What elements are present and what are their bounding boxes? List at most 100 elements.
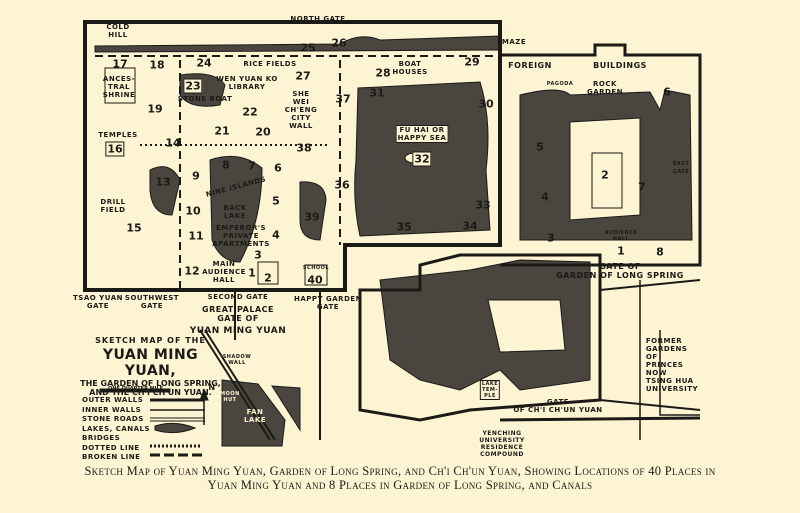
place-number: 18 (149, 58, 165, 72)
place-number: 22 (242, 105, 258, 119)
map-title-line1: SKETCH MAP OF THE (95, 336, 206, 345)
place-number: 20 (255, 125, 271, 139)
place-number: 2 (264, 271, 272, 285)
label-happy-sea: FU HAI OR HAPPY SEA (395, 125, 449, 143)
label-great-palace-gate: GREAT PALACE GATE OF (202, 305, 274, 323)
place-number: 10 (185, 204, 201, 218)
scale-label: ONE QUARTER MILE (108, 386, 164, 392)
place-number: 14 (165, 136, 181, 150)
label-pagoda: PAGODA (546, 81, 574, 87)
place-number: 15 (126, 221, 142, 235)
label-east-gate: EAST GATE (672, 161, 690, 175)
label-audience-hall: AUDIENCE HALL (604, 230, 638, 242)
lake-13 (149, 166, 181, 216)
place-number: 17 (112, 57, 128, 71)
label-ancestral-shrine: ANCES- TRAL SHRINE (102, 75, 136, 99)
place-number: 4 (272, 228, 280, 242)
place-number: 8 (222, 158, 230, 172)
label-school: SCHOOL (302, 265, 330, 271)
place-number: 39 (304, 210, 320, 224)
label-shadow-wall: SHADOW WALL (222, 354, 252, 366)
school-building (304, 264, 328, 286)
north-arrow-label: N (208, 383, 216, 392)
label-back-lake: BACK LAKE (223, 204, 247, 220)
label-fan-lake: FAN LAKE (243, 408, 267, 424)
long-spring-number: 4 (541, 190, 549, 204)
place-number: 40 (307, 273, 323, 287)
place-number: 30 (478, 97, 494, 111)
legend-dotted-line: DOTTED LINE (82, 443, 140, 452)
place-number: 38 (296, 141, 312, 155)
place-number: 32 (412, 151, 432, 167)
ymy-outer-wall (83, 20, 502, 292)
place-number: 7 (248, 159, 256, 173)
chi-chun-island (487, 299, 566, 353)
label-tsing-hua: FORMER GARDENS OF PRINCES NOW TSING HUA … (645, 337, 699, 393)
label-gate-long-spring: GATE OF GARDEN OF LONG SPRING (556, 262, 684, 280)
label-private-apartments: EMPEROR'S PRIVATE APARTMENTS (212, 224, 270, 248)
label-north-gate: NORTH GATE (290, 15, 346, 23)
long-spring-number: 2 (601, 168, 609, 182)
place-number: 1 (248, 266, 256, 280)
place-number: 12 (184, 264, 200, 278)
legend-lakes-canals: LAKES, CANALS (82, 424, 151, 433)
place-number: 6 (274, 161, 282, 175)
long-spring-number: 5 (536, 140, 544, 154)
place-number: 23 (183, 78, 203, 94)
caption-line2: Yuan Ming Yuan and 8 Places in Garden of… (207, 478, 593, 492)
legend-bridges: BRIDGES (82, 434, 121, 442)
map-title-line2: YUAN MING YUAN, (102, 347, 199, 379)
lake-39 (299, 181, 327, 241)
ancestral-shrine-building (104, 67, 136, 104)
place-number: 19 (147, 102, 163, 116)
label-yenching: YENCHING UNIVERSITY RESIDENCE COMPOUND (479, 430, 525, 458)
place-number: 25 (300, 41, 316, 55)
place-number: 33 (475, 198, 491, 212)
label-moon-hut: MOON HUT (220, 391, 240, 403)
place-number: 11 (188, 229, 204, 243)
long-spring-number: 1 (617, 244, 625, 258)
label-rice-fields: RICE FIELDS (243, 60, 297, 68)
label-city-wall: SHE WEI CH'ENG CITY WALL (284, 90, 318, 130)
place-number: 5 (272, 194, 280, 208)
legend-outer-walls: OUTER WALLS (82, 396, 144, 404)
label-main-audience-hall: MAIN AUDIENCE HALL (202, 260, 246, 284)
long-spring-hall (591, 152, 623, 209)
place-number: 13 (155, 175, 171, 189)
label-happy-garden-gate: HAPPY GARDEN GATE (293, 295, 363, 311)
label-lake-temple: LAKE TEM- PLE (479, 380, 501, 400)
label-boat-houses: BOAT HOUSES (392, 60, 428, 76)
label-rock-garden: ROCK GARDEN (586, 80, 624, 96)
map-title-line4: AND THE CH'I CH'UN YUAN. (89, 388, 212, 397)
place-number: 24 (196, 56, 212, 70)
chi-chun-wall (358, 253, 602, 422)
legend-stone-roads: STONE ROADS (82, 415, 144, 423)
caption-line1: Sketch Map of Yuan Ming Yuan, Garden of … (84, 464, 716, 478)
label-maze: MAZE (501, 38, 527, 46)
long-spring-number: 8 (656, 245, 664, 259)
place-number: 3 (254, 248, 262, 262)
label-drill-field: DRILL FIELD (100, 198, 126, 214)
long-spring-wall (500, 43, 702, 267)
place-number: 28 (375, 66, 391, 80)
place-number: 31 (369, 86, 385, 100)
label-yuan-ming-yuan: YUAN MING YUAN (189, 326, 287, 336)
legend-broken-line: BROKEN LINE (82, 453, 141, 461)
building-2 (257, 261, 279, 285)
chi-chun-lakes (379, 259, 591, 391)
inner-wall-dashed (95, 55, 500, 290)
place-number: 37 (335, 92, 351, 106)
place-number: 9 (192, 169, 200, 183)
figure-caption: Sketch Map of Yuan Ming Yuan, Garden of … (0, 464, 800, 492)
label-buildings: BUILDINGS (593, 61, 647, 70)
southern-road (499, 416, 701, 422)
top-canal (94, 35, 501, 53)
place-number: 21 (214, 124, 230, 138)
place-number: 34 (462, 219, 478, 233)
legend-inner-walls: INNER WALLS (82, 405, 142, 414)
label-stone-boat: STONE BOAT (177, 95, 233, 103)
label-library: WEN YUAN KO LIBRARY (216, 75, 278, 91)
legend-symbols (99, 388, 209, 457)
label-second-gate: SECOND GATE (207, 293, 269, 301)
